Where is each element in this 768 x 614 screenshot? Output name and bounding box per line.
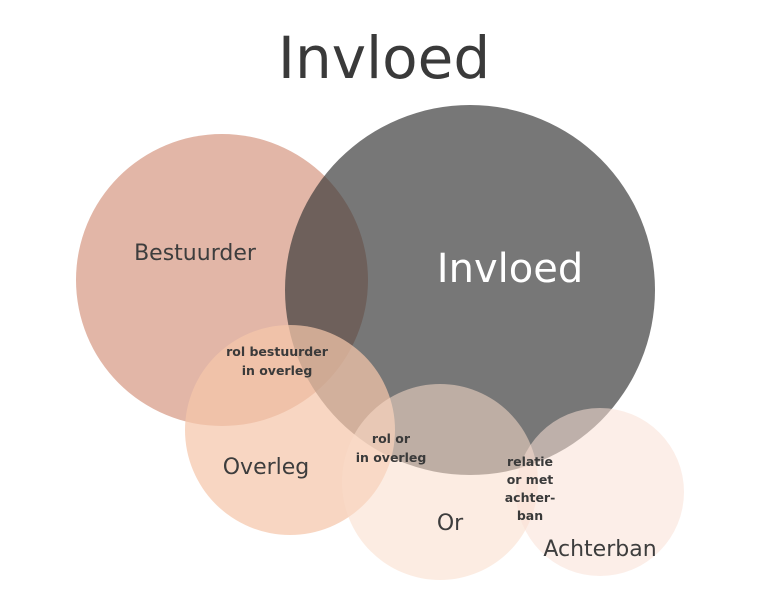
label-bestuurder: Bestuurder — [134, 241, 257, 266]
overlap-rol-bestuurder-line1: rol bestuurder — [226, 344, 329, 359]
overlap-rol-or-line2: in overleg — [356, 450, 427, 465]
label-invloed: Invloed — [437, 246, 583, 292]
overlap-relatie-line4: ban — [517, 508, 543, 523]
overlap-rol-bestuurder-line2: in overleg — [242, 363, 313, 378]
circle-or — [342, 384, 538, 580]
label-achterban: Achterban — [543, 537, 656, 562]
overlap-rol-or-line1: rol or — [372, 431, 411, 446]
circle-achterban — [516, 408, 684, 576]
page-title: Invloed — [278, 24, 490, 92]
overlap-relatie-line2: or met — [507, 472, 554, 487]
label-overleg: Overleg — [223, 455, 310, 480]
label-or: Or — [437, 511, 464, 536]
overlap-relatie-line3: achter- — [505, 490, 556, 505]
overlap-relatie-line1: relatie — [507, 454, 553, 469]
